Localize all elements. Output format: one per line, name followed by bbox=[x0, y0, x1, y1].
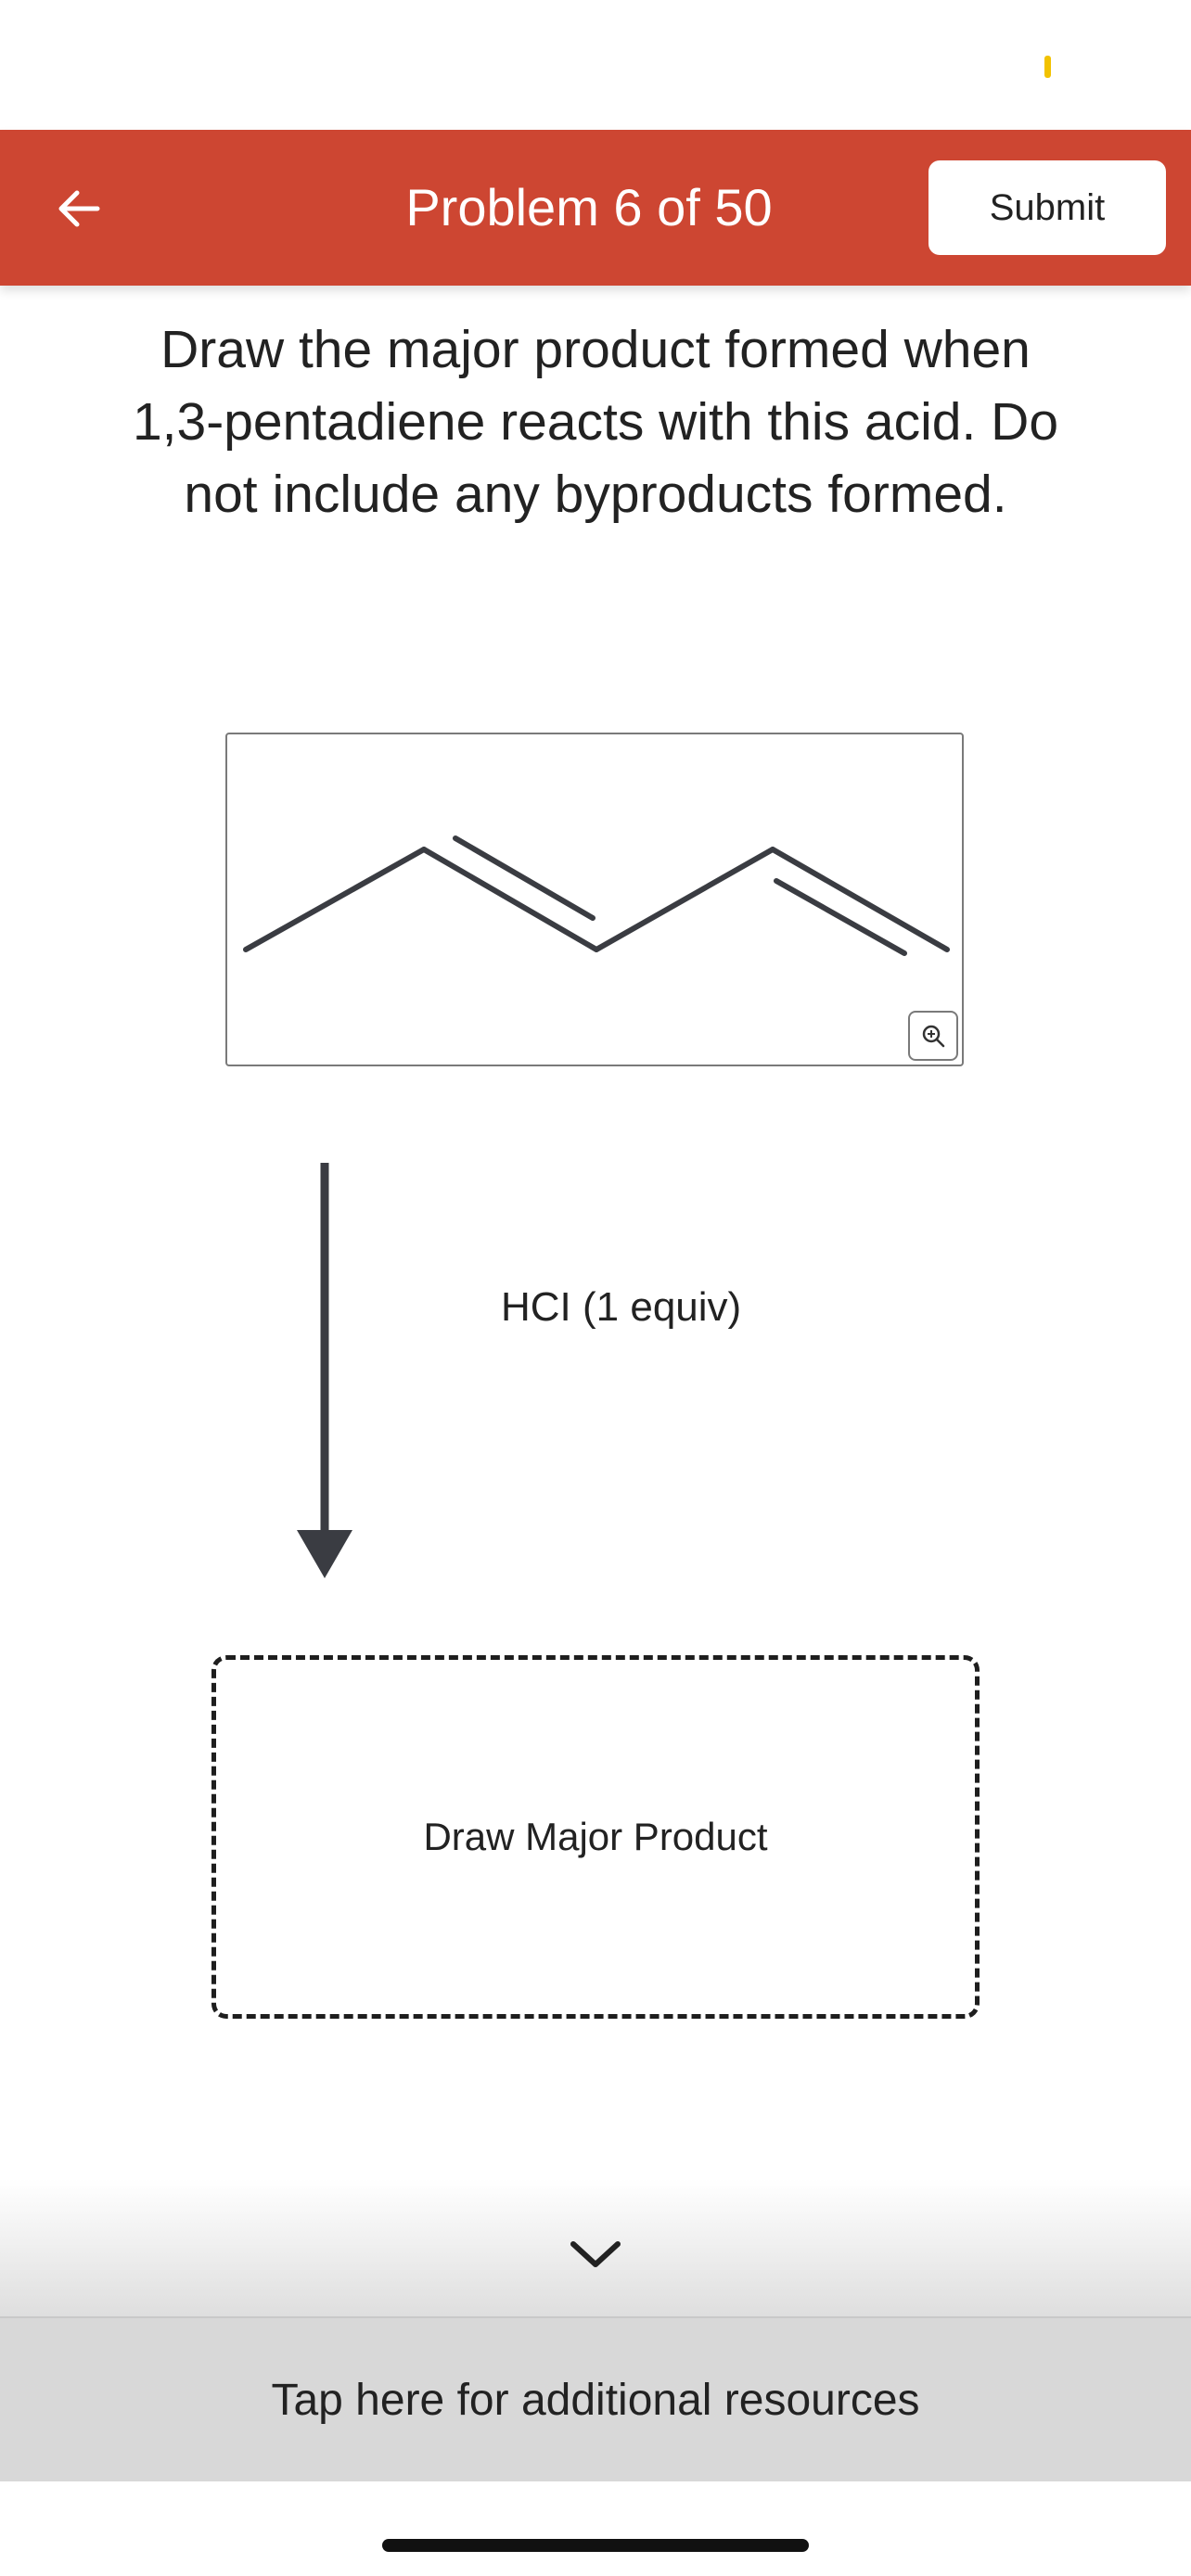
question-text: Draw the major product formed when 1,3-p… bbox=[56, 313, 1135, 530]
back-button[interactable] bbox=[37, 167, 121, 250]
bottom-fade bbox=[0, 2179, 1191, 2318]
pentadiene-structure bbox=[243, 835, 950, 956]
question-line: Draw the major product formed when bbox=[160, 320, 1031, 379]
reagent-label: HCI (1 equiv) bbox=[501, 1284, 742, 1330]
bond-c3-c4 bbox=[594, 847, 775, 952]
header-bar: Problem 6 of 50 Submit bbox=[0, 130, 1191, 286]
additional-resources-bar[interactable]: Tap here for additional resources bbox=[0, 2316, 1191, 2481]
bond-c2-c3-double bbox=[453, 835, 596, 921]
bond-c4-c5 bbox=[770, 847, 950, 952]
additional-resources-label: Tap here for additional resources bbox=[271, 2375, 920, 2425]
draw-product-area[interactable]: Draw Major Product bbox=[211, 1655, 980, 2019]
expand-resources-button[interactable] bbox=[563, 2230, 628, 2276]
zoom-button[interactable] bbox=[908, 1011, 958, 1061]
zoom-in-icon bbox=[922, 1025, 945, 1048]
bond-c2-c3 bbox=[421, 847, 599, 952]
draw-product-label: Draw Major Product bbox=[423, 1815, 768, 1858]
submit-button[interactable]: Submit bbox=[928, 160, 1166, 255]
home-indicator[interactable] bbox=[382, 2539, 809, 2552]
question-line: 1,3-pentadiene reacts with this acid. Do bbox=[132, 392, 1059, 452]
reaction-arrow bbox=[297, 1163, 352, 1578]
chevron-down-icon bbox=[570, 2241, 621, 2267]
question-line: not include any byproducts formed. bbox=[184, 465, 1007, 524]
status-indicator bbox=[1044, 56, 1051, 78]
arrow-left-icon bbox=[58, 190, 100, 227]
reactant-structure-box bbox=[225, 733, 964, 1066]
bond-c4-c5-double bbox=[774, 878, 907, 956]
bond-c1-c2 bbox=[243, 847, 427, 952]
page-title: Problem 6 of 50 bbox=[405, 178, 773, 236]
